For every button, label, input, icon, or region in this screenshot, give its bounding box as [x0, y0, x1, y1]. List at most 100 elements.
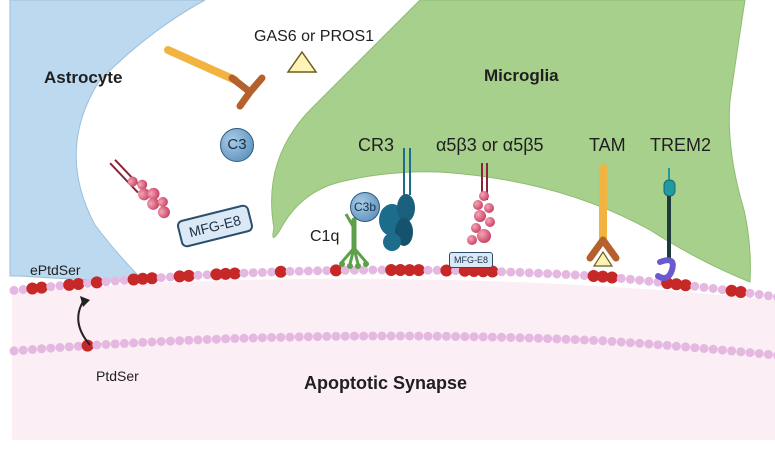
- lipid-head: [138, 337, 148, 347]
- lipid-head: [644, 276, 654, 286]
- eptdser-head: [468, 265, 480, 277]
- lipid-head: [359, 265, 369, 275]
- lipid-head: [331, 331, 341, 341]
- eptdser-head: [330, 264, 342, 277]
- lipid-head: [184, 335, 194, 345]
- lipid-head: [359, 331, 369, 341]
- lipid-head: [313, 266, 323, 276]
- microglia-cell: [271, 0, 751, 283]
- lipid-head: [616, 337, 626, 347]
- lipid-head: [607, 336, 617, 346]
- eptdser-head: [412, 264, 425, 277]
- lipid-head: [193, 335, 203, 345]
- lipid-head: [9, 285, 19, 295]
- lipid-head: [653, 340, 663, 350]
- lipid-head: [432, 331, 442, 341]
- lipid-head: [487, 332, 497, 342]
- lipid-head: [552, 269, 562, 279]
- lipid-head: [175, 336, 185, 346]
- lipid-head: [451, 332, 461, 341]
- c1q-label: C1q: [310, 228, 340, 245]
- lipid-head: [377, 331, 387, 341]
- lipid-head: [202, 270, 212, 280]
- lipid-head: [267, 333, 277, 342]
- lipid-head: [662, 340, 672, 350]
- lipid-head: [340, 265, 350, 275]
- lipid-head: [423, 265, 433, 275]
- eptdser-head: [173, 270, 186, 283]
- gas6-pros1-label: GAS6 or PROS1: [254, 28, 375, 45]
- lipid-head: [717, 285, 727, 295]
- lipid-head: [515, 333, 525, 343]
- microglia-label: Microglia: [484, 66, 559, 85]
- eptdser-head: [219, 267, 232, 280]
- lipid-head: [598, 336, 608, 346]
- lipid-head: [699, 282, 709, 292]
- lipid-head: [579, 335, 589, 345]
- lipid-head: [101, 277, 111, 287]
- mfg-e8-small-badge: MFG-E8: [449, 252, 493, 268]
- lipid-head: [524, 333, 534, 343]
- lipid-head: [543, 269, 553, 279]
- lipid-head: [515, 267, 525, 277]
- lipid-head: [165, 336, 175, 346]
- lipid-head: [239, 268, 249, 278]
- lipid-head: [27, 345, 37, 354]
- lipid-head: [736, 347, 746, 357]
- lipid-head: [257, 267, 267, 277]
- lipid-head: [248, 268, 258, 278]
- lipid-head: [727, 346, 737, 356]
- astrocyte-cell: [9, 0, 206, 283]
- lipid-head: [322, 266, 332, 276]
- lipid-head: [165, 272, 175, 282]
- eptdser-head: [127, 273, 140, 286]
- lipid-head: [276, 332, 286, 342]
- lipid-head: [230, 334, 240, 343]
- lipid-head: [92, 340, 102, 350]
- lipid-head: [377, 265, 387, 275]
- ptdser-label: PtdSer: [96, 368, 139, 384]
- lipid-head: [552, 334, 562, 344]
- lipid-head: [414, 331, 424, 341]
- eptdser-head: [679, 279, 692, 292]
- flip-arrowhead: [80, 296, 90, 307]
- lipid-head: [533, 268, 543, 278]
- lipid-head: [368, 265, 378, 275]
- lipid-head: [156, 337, 166, 346]
- lipid-head: [469, 332, 479, 342]
- lipid-head: [579, 271, 589, 280]
- lipid-head: [322, 331, 332, 341]
- free-tam-receptor: [164, 46, 266, 110]
- lipid-head: [561, 270, 571, 279]
- eptdser-head: [136, 272, 149, 285]
- lipid-head: [745, 288, 755, 298]
- lipid-head: [73, 341, 83, 351]
- lipid-head: [221, 334, 231, 344]
- lipid-head: [368, 331, 378, 341]
- astrocyte-label: Astrocyte: [44, 68, 123, 87]
- lipid-head: [405, 331, 415, 341]
- gas6-pros1-triangle: [286, 50, 318, 73]
- lipid-head: [497, 332, 507, 342]
- lipid-head: [708, 284, 718, 293]
- eptdser-head: [228, 267, 241, 280]
- lipid-head: [285, 266, 295, 276]
- lipid-head: [46, 343, 56, 353]
- lipid-head: [349, 331, 359, 341]
- lipid-head: [55, 343, 65, 352]
- lipid-head: [202, 335, 212, 344]
- cr3-label: CR3: [358, 135, 395, 155]
- lipid-head: [432, 265, 442, 275]
- lipid-head: [497, 267, 507, 277]
- eptdser-head: [477, 265, 490, 278]
- trem2-label: TREM2: [650, 135, 712, 155]
- astrocyte-integrin: [109, 159, 170, 219]
- lipid-head: [699, 344, 709, 353]
- lipid-head: [147, 337, 157, 347]
- lipid-head: [248, 333, 258, 343]
- lipid-head: [506, 333, 516, 342]
- lipid-head: [754, 349, 764, 358]
- lipid-head: [267, 267, 277, 277]
- lipid-head: [193, 270, 203, 280]
